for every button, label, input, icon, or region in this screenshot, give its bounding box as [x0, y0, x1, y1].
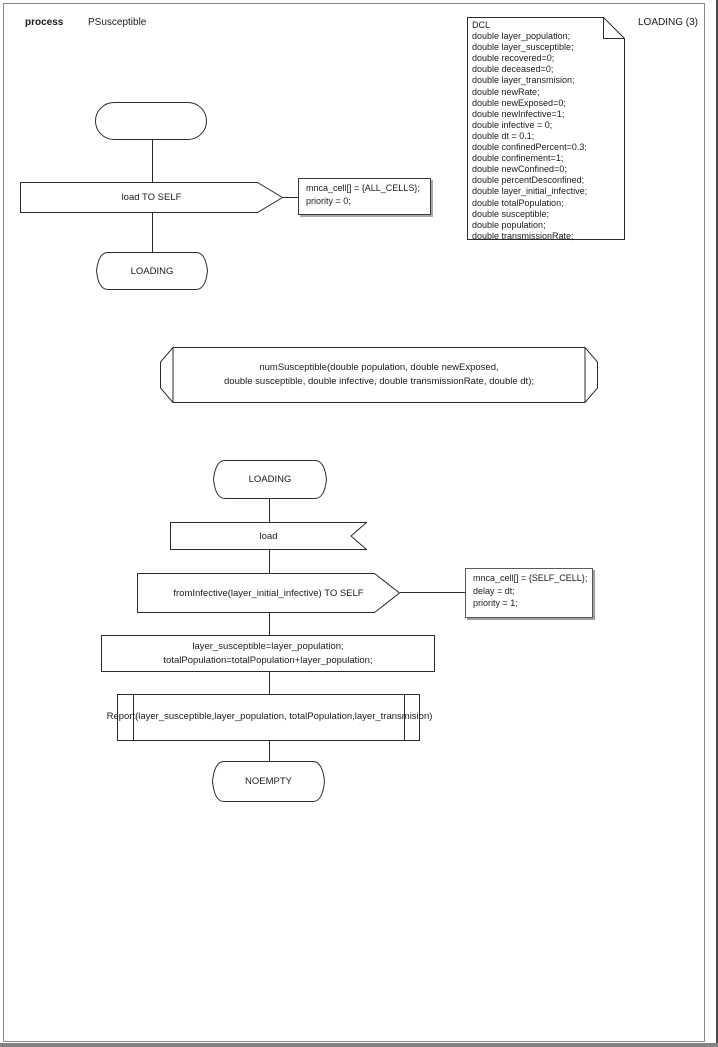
send-parameters-note[interactable]: mnca_cell[] = {ALL_CELLS}; priority = 0; — [298, 178, 431, 215]
assignment-line2: totalPopulation=totalPopulation+layer_po… — [163, 654, 373, 666]
connector — [269, 550, 270, 573]
note-line: priority = 1; — [473, 598, 518, 608]
state-shape-icon — [213, 460, 327, 499]
process-name-label: PSusceptible — [88, 17, 147, 28]
connector — [269, 672, 270, 694]
loading-state-label: LOADING — [130, 265, 174, 277]
dcl-text-block: DCL double layer_population; double laye… — [472, 20, 588, 241]
receive-load-node[interactable]: load — [170, 522, 367, 550]
state-indicator-label: LOADING (3) — [638, 17, 699, 28]
assignment-line1: layer_susceptible=layer_population; — [192, 641, 344, 652]
start-state-node[interactable] — [95, 102, 207, 140]
send-load-label: load TO SELF — [121, 192, 182, 203]
send-frominfective-label: fromInfective(layer_initial_infective) T… — [173, 587, 364, 599]
noempty-state-label: NOEMPTY — [245, 776, 292, 787]
function-signature: numSusceptible(double population, double… — [160, 361, 598, 388]
send-parameters-note-2[interactable]: mnca_cell[] = {SELF_CELL}; delay = dt; p… — [465, 568, 593, 618]
state-shape-icon — [212, 761, 325, 802]
receive-signal-shape-icon — [170, 522, 367, 550]
report-right-bar — [404, 695, 405, 740]
connector — [269, 613, 270, 635]
note-line: mnca_cell[] = {SELF_CELL}; — [473, 573, 588, 583]
report-node[interactable]: Report(layer_susceptible,layer_populatio… — [107, 694, 432, 741]
note-line: delay = dt; — [473, 585, 515, 596]
connector — [269, 499, 270, 522]
connector — [269, 741, 270, 761]
window-right-edge — [716, 0, 718, 1047]
send-load-to-self-node[interactable]: load TO SELF — [20, 182, 283, 213]
send-frominfective-node[interactable]: fromInfective(layer_initial_infective) T… — [137, 573, 400, 613]
noempty-state-node[interactable]: NOEMPTY — [212, 761, 325, 802]
function-signature-line2: double susceptible, double infective, do… — [224, 375, 534, 387]
dcl-declarations-note[interactable]: DCL double layer_population; double laye… — [467, 17, 625, 241]
connector — [283, 197, 298, 198]
report-left-bar — [133, 695, 134, 740]
note-line: priority = 0; — [306, 195, 351, 206]
receive-load-label: load — [259, 530, 278, 542]
send-signal-shape-icon — [137, 573, 400, 613]
function-signature-line1: numSusceptible(double population, double… — [259, 362, 499, 373]
loading-state-label: LOADING — [248, 474, 292, 485]
function-shape-icon — [160, 347, 598, 403]
window-bottom-edge — [0, 1043, 718, 1047]
connector — [152, 140, 153, 182]
paper-folded-corner-icon — [467, 17, 625, 240]
state-shape-icon — [96, 252, 208, 290]
send-signal-shape-icon — [20, 182, 283, 213]
function-definition-node[interactable]: numSusceptible(double population, double… — [160, 347, 598, 403]
note-line: mnca_cell[] = {ALL_CELLS}; — [306, 183, 420, 193]
connector — [400, 592, 465, 593]
process-kind-label: process — [25, 17, 64, 28]
connector — [152, 213, 153, 252]
loading-state-node-lower[interactable]: LOADING — [213, 460, 327, 499]
assignment-text: layer_susceptible=layer_population; tota… — [102, 640, 434, 667]
loading-state-node-top[interactable]: LOADING — [96, 252, 208, 290]
report-label: Report(layer_susceptible,layer_populatio… — [106, 711, 433, 722]
assignment-node[interactable]: layer_susceptible=layer_population; tota… — [101, 635, 435, 672]
